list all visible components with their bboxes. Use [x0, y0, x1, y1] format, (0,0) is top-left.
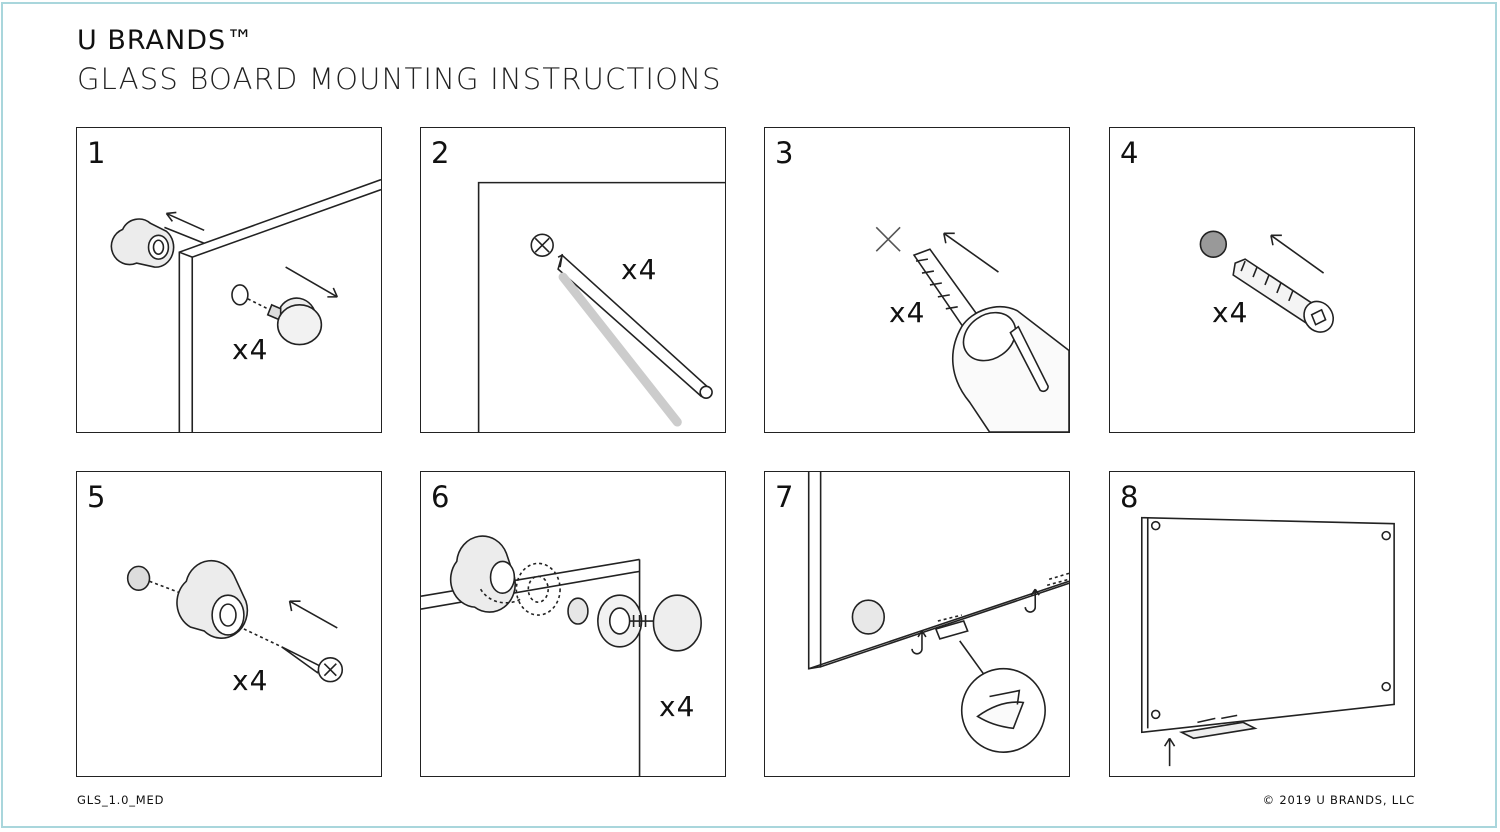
quantity-label: x4 — [889, 296, 926, 329]
step-panel-8: 8 — [1109, 471, 1415, 777]
step-panel-2: 2 x4 — [420, 127, 726, 433]
anchor-icon — [1199, 230, 1335, 333]
step-panel-3: 3 x4 — [764, 127, 1070, 433]
copyright-notice: © 2019 U BRANDS, LLC — [1262, 793, 1415, 807]
standoff-icon — [110, 178, 381, 432]
step-number: 3 — [775, 136, 794, 170]
quantity-label: x4 — [659, 690, 696, 723]
quantity-label: x4 — [232, 664, 269, 697]
standoff-icon — [126, 559, 344, 683]
quantity-label: x4 — [232, 333, 269, 366]
quantity-label: x4 — [621, 253, 658, 286]
step-panel-7: 7 — [764, 471, 1070, 777]
step-number: 6 — [431, 480, 450, 514]
document-code: GLS_1.0_MED — [77, 793, 165, 807]
page-title: GLASS BOARD MOUNTING INSTRUCTIONS — [77, 62, 722, 96]
step-number: 4 — [1120, 136, 1139, 170]
screw-icon — [421, 535, 702, 776]
step-number: 5 — [87, 480, 106, 514]
hook-icon — [807, 472, 1069, 753]
drill-icon — [875, 226, 1069, 432]
step-panel-1: 1 x4 — [76, 127, 382, 433]
board-icon — [1140, 516, 1395, 767]
step-number: 8 — [1120, 480, 1139, 514]
quantity-label: x4 — [1212, 296, 1249, 329]
brand-title: U BRANDS™ — [77, 25, 255, 56]
step-panel-6: 6 x4 — [420, 471, 726, 777]
step-number: 7 — [775, 480, 794, 514]
step-panel-5: 5 x4 — [76, 471, 382, 777]
step-number: 2 — [431, 136, 450, 170]
step-number: 1 — [87, 136, 106, 170]
step-panel-4: 4 x4 — [1109, 127, 1415, 433]
pencil-icon — [477, 181, 725, 432]
